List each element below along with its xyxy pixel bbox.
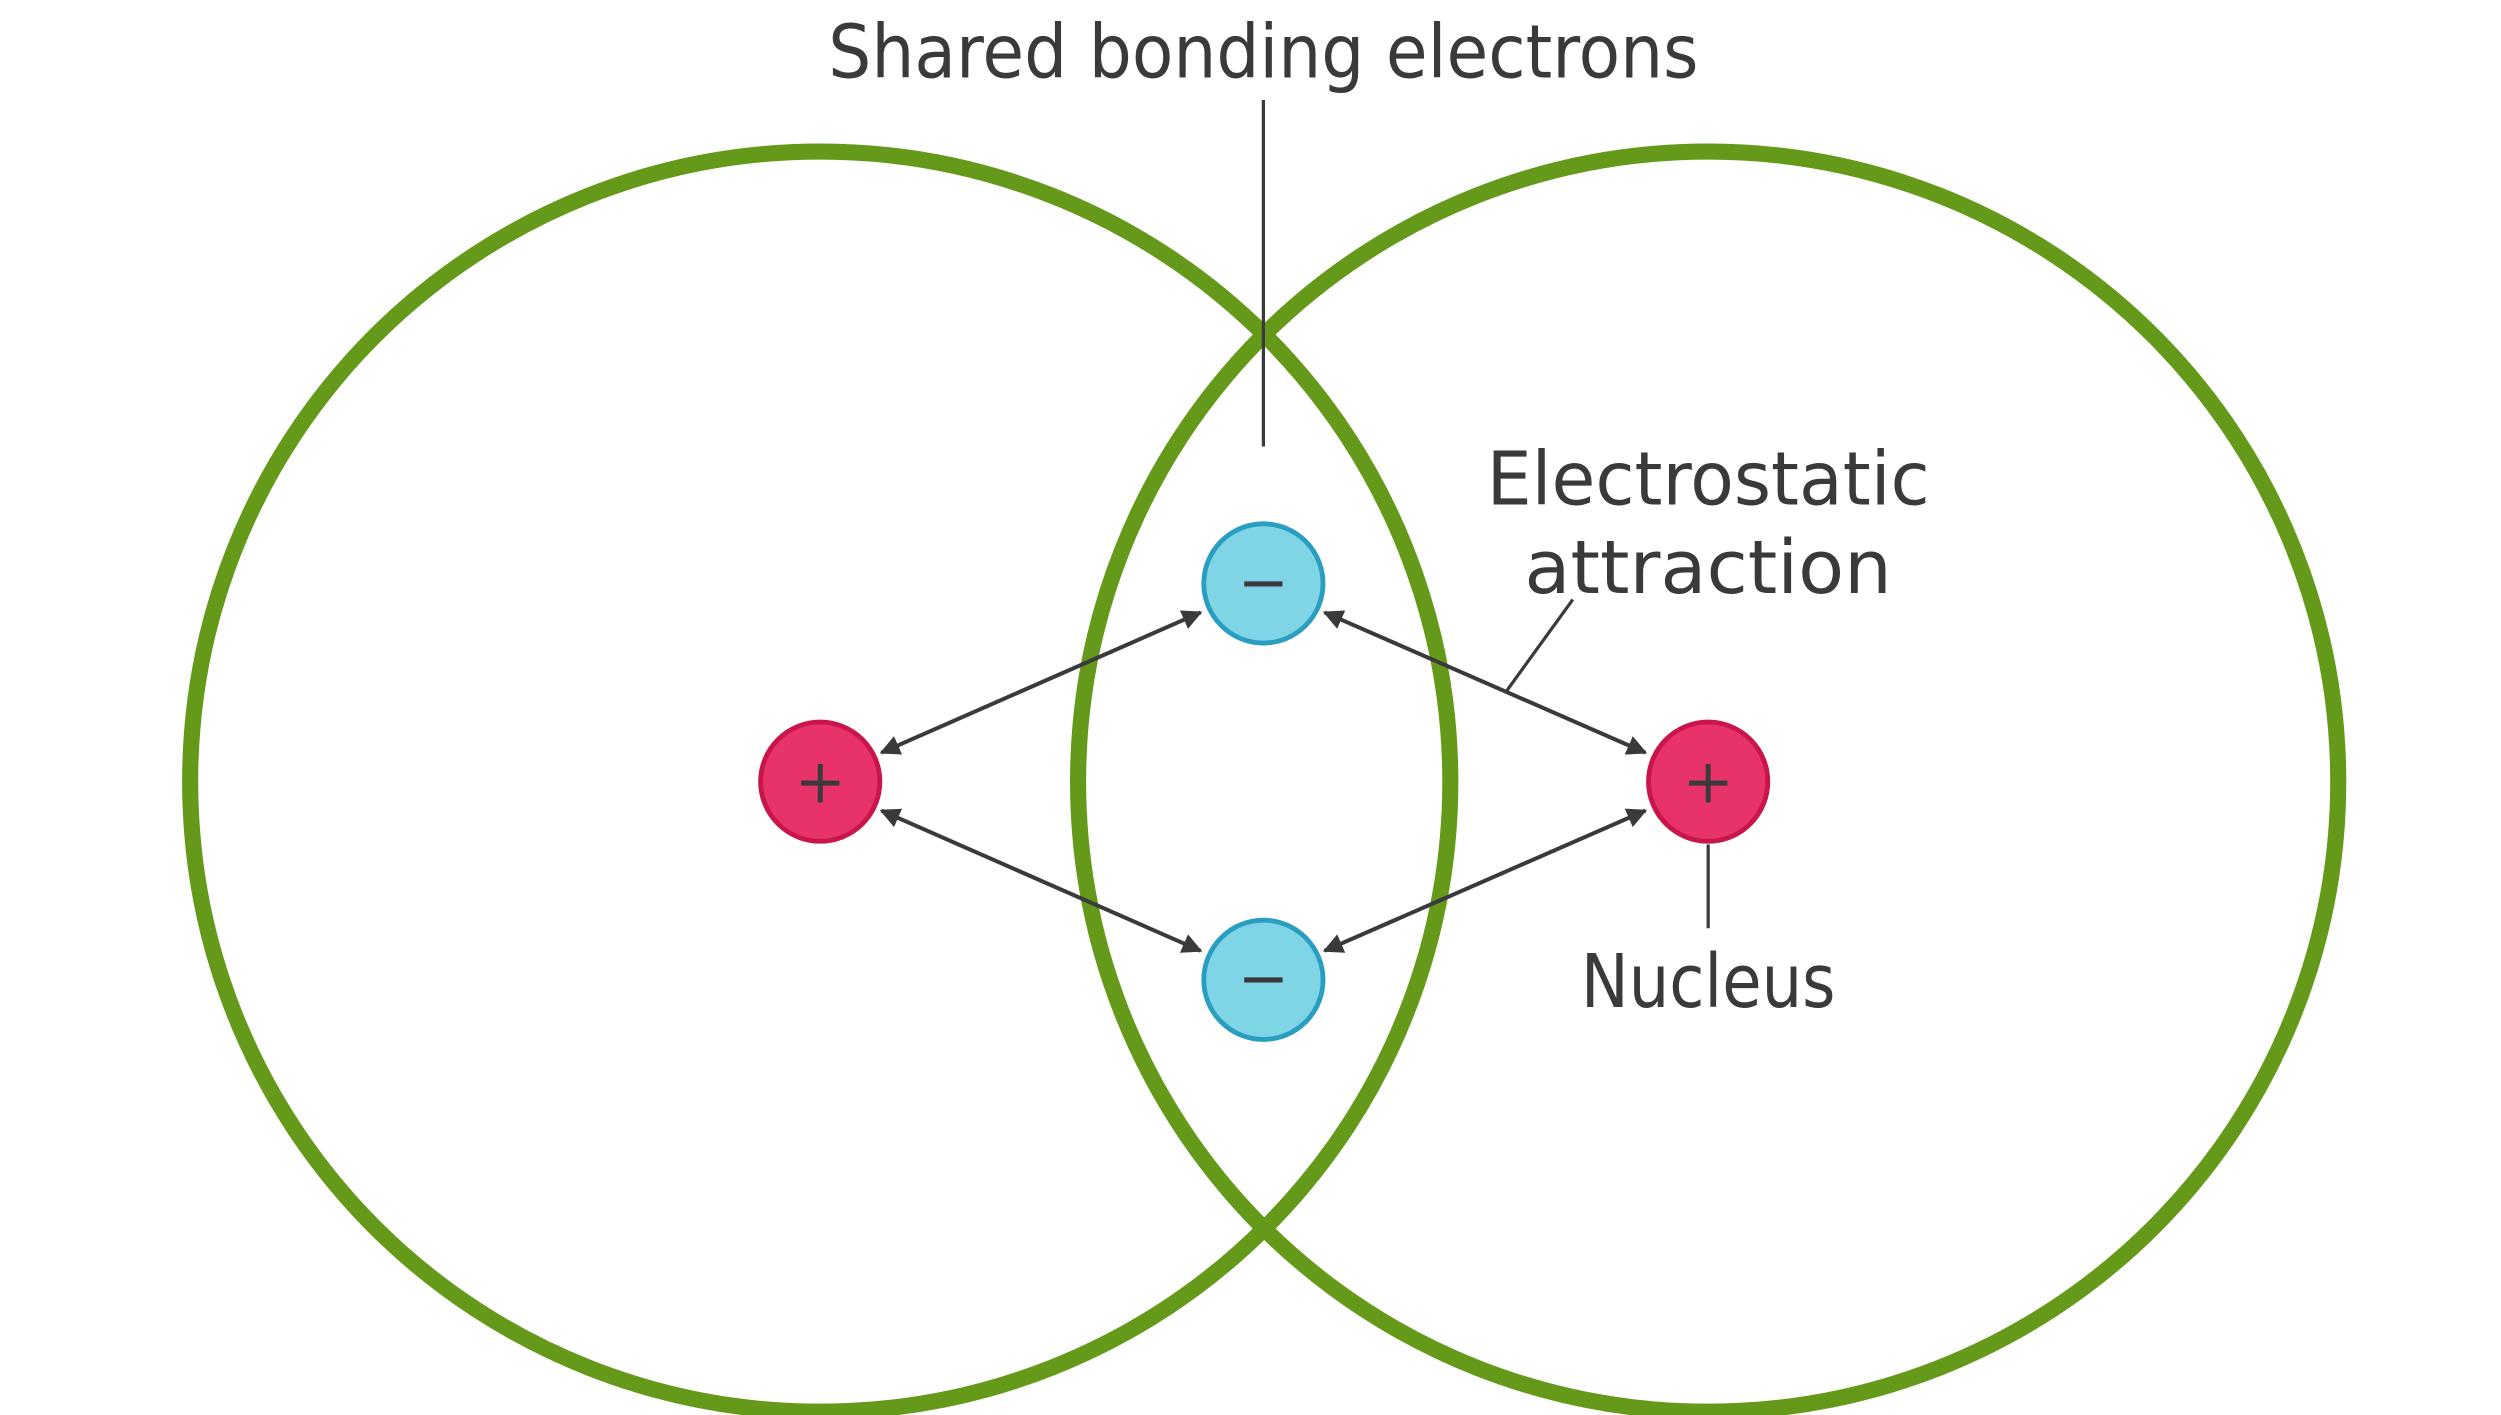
attraction-arrow xyxy=(1322,808,1648,953)
nucleus-label: Nucleus xyxy=(1581,939,1836,1025)
left-atom-shell xyxy=(182,143,1459,1415)
minus-sign: − xyxy=(1238,943,1289,1014)
attraction-arrow xyxy=(879,610,1203,755)
attraction-arrow xyxy=(879,808,1203,953)
bottom-shared-electron: − xyxy=(1201,917,1326,1042)
attraction-arrow xyxy=(1322,610,1648,755)
left-nucleus: + xyxy=(758,719,883,844)
minus-sign: − xyxy=(1238,547,1289,618)
right-atom-shell xyxy=(1070,143,2347,1415)
shared-bonding-electrons-label: Shared bonding electrons xyxy=(828,9,1698,95)
electrostatic-attraction-label-line1: Electrostatic xyxy=(1487,436,1930,522)
plus-sign: + xyxy=(795,747,846,818)
top-shared-electron: − xyxy=(1201,521,1326,646)
plus-sign: + xyxy=(1683,747,1734,818)
right-nucleus: + xyxy=(1646,719,1771,844)
electrostatic-attraction-label-line2: attraction xyxy=(1524,525,1891,611)
electrostatic-leader xyxy=(1503,598,1575,694)
